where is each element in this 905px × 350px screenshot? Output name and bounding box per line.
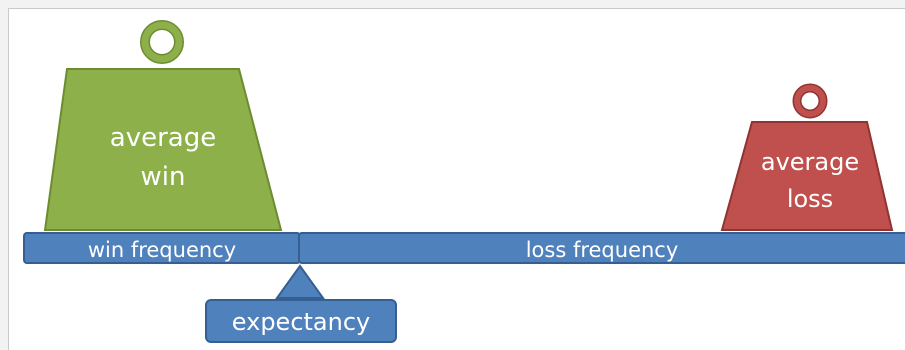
expectancy-label: expectancy: [232, 308, 370, 336]
average-loss-line1: average: [761, 148, 859, 176]
average-win-weight-body: [43, 68, 283, 231]
expectancy-box: [205, 299, 397, 343]
average-win-weight: average win: [43, 20, 283, 231]
average-win-line1: average: [110, 123, 216, 153]
average-loss-weight: average loss: [720, 83, 894, 231]
average-loss-line2: loss: [787, 185, 833, 213]
balance-beam: win frequency loss frequency: [23, 232, 905, 264]
loss-frequency-segment: [298, 232, 905, 264]
win-frequency-label: win frequency: [88, 238, 236, 262]
average-win-line2: win: [141, 162, 186, 192]
fulcrum: expectancy: [205, 264, 397, 343]
fulcrum-triangle: [275, 264, 325, 299]
loss-frequency-label: loss frequency: [526, 238, 679, 262]
average-loss-weight-body: [720, 121, 894, 231]
